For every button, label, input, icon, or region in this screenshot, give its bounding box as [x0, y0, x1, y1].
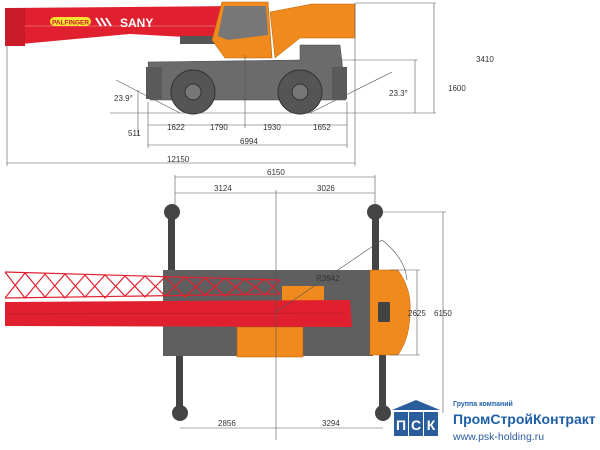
- dim-2625: 2625: [408, 309, 426, 318]
- departure-angle: 23.3°: [389, 89, 408, 98]
- outriggers: [164, 204, 391, 421]
- logo-mark-3: К: [427, 417, 436, 433]
- dim-1622: 1622: [167, 123, 185, 132]
- dim-3124: 3124: [214, 184, 232, 193]
- logo-mark-2: С: [411, 417, 421, 433]
- logo-website-link[interactable]: www.psk-holding.ru: [453, 431, 545, 443]
- sany-label: SANY: [120, 16, 153, 30]
- sany-stripes-icon: [95, 17, 112, 27]
- lift-cylinder: [180, 36, 220, 44]
- lower-orange-block: [236, 326, 304, 358]
- logo-group-label: Группа компаний: [453, 401, 513, 408]
- lattice-jib: [4, 271, 281, 299]
- dim-1652: 1652: [313, 123, 331, 132]
- dim-6150-width: 6150: [267, 168, 285, 177]
- dim-2856: 2856: [218, 419, 236, 428]
- dim-1790: 1790: [210, 123, 228, 132]
- dim-3294: 3294: [322, 419, 340, 428]
- counterweight: [369, 269, 411, 356]
- dim-1930: 1930: [263, 123, 281, 132]
- top-view: 6150 3124 3026 2625 6150 2856 3294 R3942: [4, 168, 452, 440]
- cab-window: [218, 6, 268, 40]
- dim-3026: 3026: [317, 184, 335, 193]
- swing-radius: R3942: [316, 274, 340, 283]
- boom-head: [5, 8, 25, 46]
- dim-6994: 6994: [240, 137, 258, 146]
- dim-511: 511: [128, 129, 141, 138]
- dim-6150-length: 6150: [434, 309, 452, 318]
- dim-12150: 12150: [167, 155, 190, 164]
- palfinger-label: PALFINGER: [52, 20, 89, 27]
- dim-3410: 3410: [476, 55, 494, 64]
- boom-side: [6, 6, 245, 45]
- logo-mark-1: П: [396, 417, 406, 433]
- palfinger-badge: [50, 17, 91, 26]
- logo-company-name: ПромСтройКонтракт: [453, 411, 596, 427]
- psk-logo: П С К: [392, 400, 440, 437]
- dim-1600: 1600: [448, 84, 466, 93]
- side-view: PALFINGER SANY: [5, 1, 494, 166]
- approach-angle: 23.9°: [114, 94, 133, 103]
